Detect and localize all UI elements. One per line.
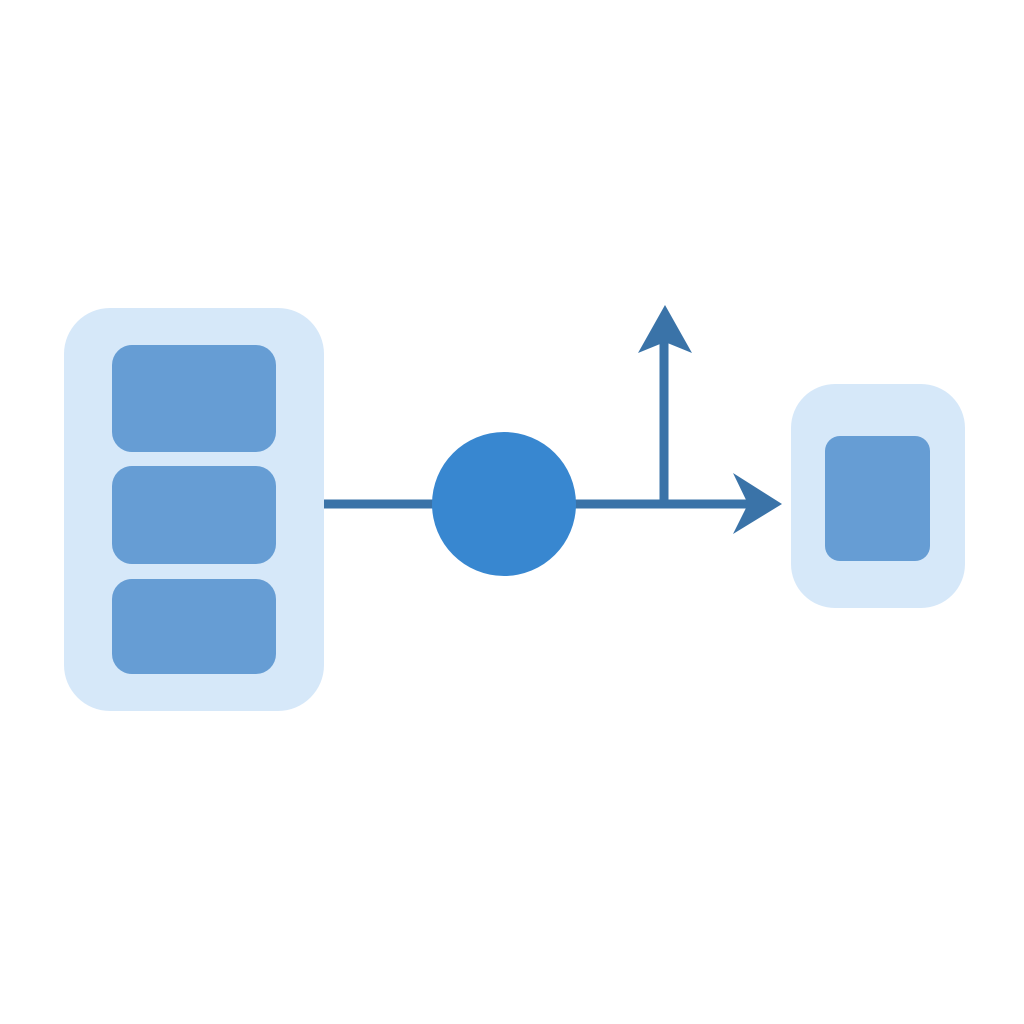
arrowhead-up-icon [638,305,692,353]
source-stack [64,308,324,711]
source-block-3 [112,579,276,674]
target-block [825,436,930,561]
target [791,384,965,608]
source-block-1 [112,345,276,452]
arrowhead-right-icon [733,473,782,534]
source-block-2 [112,466,276,564]
hub-node [432,432,576,576]
